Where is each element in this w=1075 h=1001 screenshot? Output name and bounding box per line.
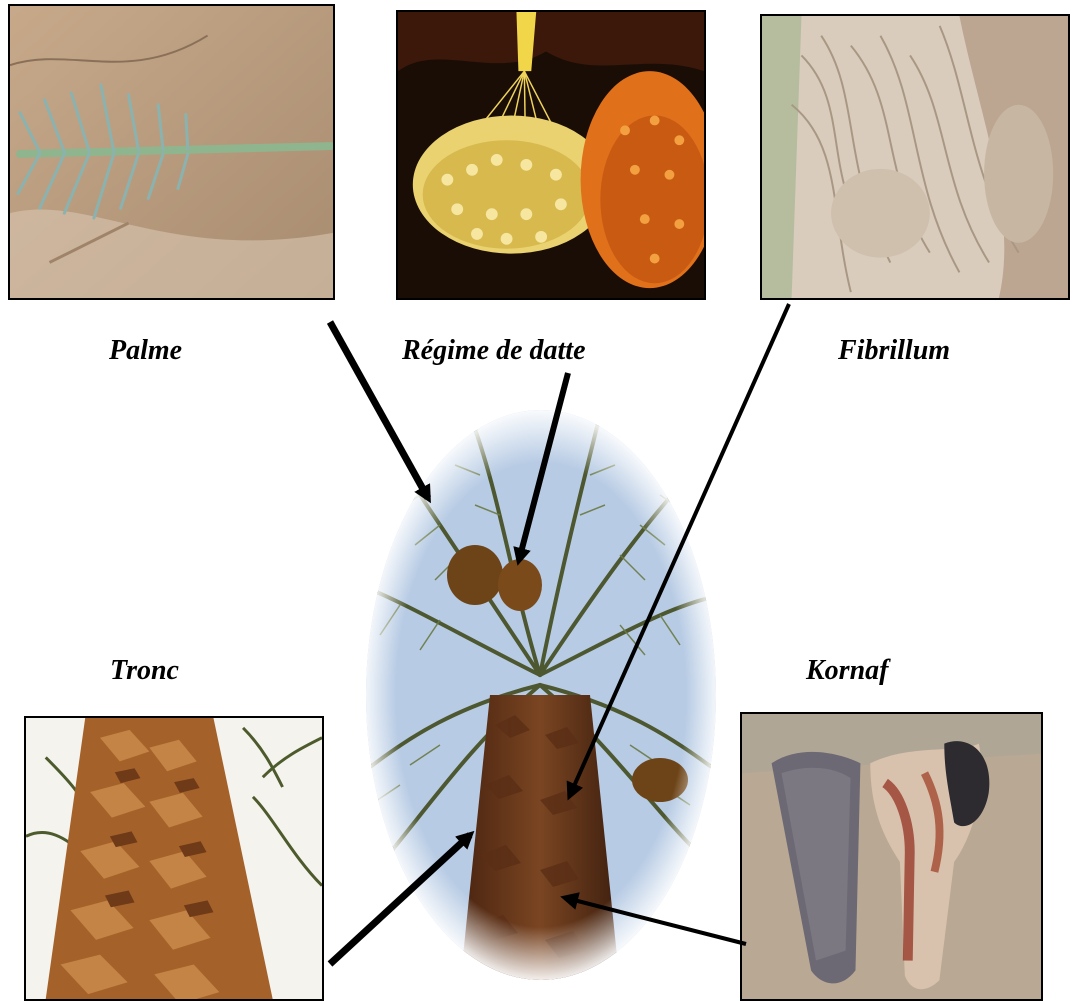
label-kornaf: Kornaf	[806, 655, 888, 687]
palme-photo	[8, 4, 335, 300]
regime-de-datte-photo	[396, 10, 706, 300]
kornaf-photo	[740, 712, 1043, 1001]
label-palme: Palme	[109, 335, 182, 367]
date-palm-tree-image	[360, 405, 722, 985]
label-tronc: Tronc	[110, 655, 179, 687]
label-fibrillum: Fibrillum	[838, 335, 950, 367]
label-regime-de-datte: Régime de datte	[402, 335, 586, 367]
tronc-photo	[24, 716, 324, 1001]
fibrillum-photo	[760, 14, 1070, 300]
